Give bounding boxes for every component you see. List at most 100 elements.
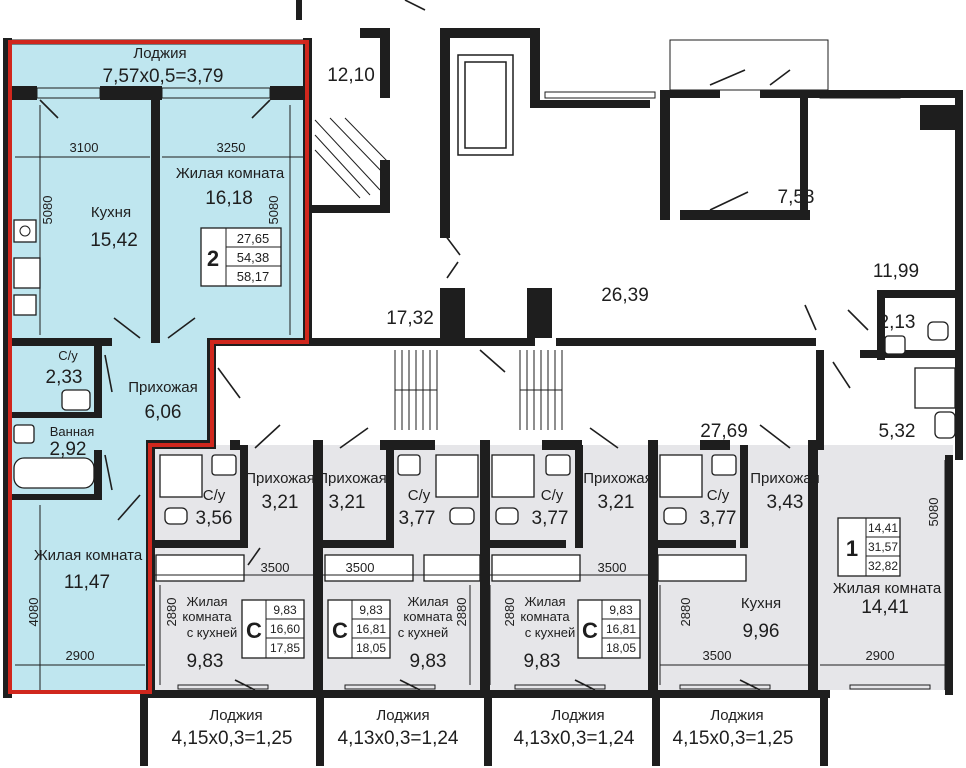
room-753-area: 7,53 (778, 187, 815, 208)
studio-1-room-label-3: с кухней (187, 625, 238, 640)
studio-1-room-label-1: Жилая (186, 594, 227, 609)
room-213-area: 2,13 (879, 312, 916, 333)
studio-1-badge-v1: 9,83 (273, 603, 297, 617)
apt1-badge-v1: 14,41 (868, 521, 898, 535)
studio-3-room-label-1: Жилая (524, 594, 565, 609)
bath-label: Ванная (50, 424, 95, 439)
studio-1-labels: Прихожая 3,21 С/у 3,56 3500 2880 Жилая к… (164, 470, 315, 749)
kitchen-area: 15,42 (90, 230, 138, 251)
bath-area: 2,92 (50, 439, 87, 460)
studio-2-badge-v2: 16,81 (356, 622, 386, 636)
studio-3-room-label-3: с кухней (525, 625, 576, 640)
apt1-kitchen-label: Кухня (741, 595, 781, 612)
studio-2-dim-width: 3500 (346, 560, 375, 575)
studio-1-loggia-formula: 4,15х0,3=1,25 (172, 728, 293, 749)
dimension-5080-mid: 5080 (266, 196, 281, 225)
studio-2-room-label-3: с кухней (398, 625, 449, 640)
common-area-labels: 12,10 17,32 26,39 27,69 7,53 11,99 2,13 … (327, 65, 919, 442)
studio-1-room-label-2: комната (182, 609, 232, 624)
apt1-dim-2880: 2880 (678, 598, 693, 627)
badge-rooms: 2 (207, 246, 219, 271)
wc-area: 2,33 (46, 367, 83, 388)
living-room-area: 16,18 (205, 188, 253, 209)
studio-1-hall-label: Прихожая (245, 470, 315, 487)
apt1-hall-area: 3,43 (767, 492, 804, 513)
dimension-3100: 3100 (70, 140, 99, 155)
studio-1-badge[interactable]: С 9,83 16,60 17,85 (241, 599, 305, 659)
studio-2-loggia-title: Лоджия (376, 707, 429, 724)
studio-2-hall-area: 3,21 (329, 492, 366, 513)
studio-3-room-label-2: комната (520, 609, 570, 624)
apartment-2-labels: Лоджия 7,57х0,5=3,79 3100 3250 5080 5080… (26, 45, 285, 663)
studio-1-room-area: 9,83 (187, 651, 224, 672)
apartment-1-labels: Прихожая 3,43 С/у 3,77 Кухня 9,96 3500 2… (673, 470, 942, 749)
studio-3-dim-width: 3500 (598, 560, 627, 575)
apt1-dim-3500: 3500 (703, 648, 732, 663)
wc-label: С/у (58, 348, 78, 363)
fixtures (13, 219, 956, 582)
studio-3-badge-v2: 16,81 (606, 622, 636, 636)
apt1-kitchen-area: 9,96 (743, 621, 780, 642)
studio-2-room-label-1: Жилая (407, 594, 448, 609)
studio-1-loggia-title: Лоджия (209, 707, 262, 724)
badge-value-total: 54,38 (237, 250, 270, 265)
corridor-area: 26,39 (601, 285, 649, 306)
studio-3-loggia-formula: 4,13х0,3=1,24 (514, 728, 635, 749)
right-corridor-area: 27,69 (700, 421, 748, 442)
studio-2-badge-v1: 9,83 (359, 603, 383, 617)
studio-1-dim-width: 3500 (261, 560, 290, 575)
apt1-loggia-formula: 4,15х0,3=1,25 (673, 728, 794, 749)
studio-1-wc-area: 3,56 (196, 508, 233, 529)
hall-area: 6,06 (145, 402, 182, 423)
studio-3-loggia-title: Лоджия (551, 707, 604, 724)
apartment-1-badge[interactable]: 1 14,41 31,57 32,82 (837, 517, 901, 577)
doors (39, 0, 869, 691)
studio-1-badge-v3: 17,85 (270, 641, 300, 655)
studio-1-badge-v2: 16,60 (270, 622, 300, 636)
apt1-living-area: 14,41 (861, 597, 909, 618)
lift-hall-area: 17,32 (386, 308, 434, 329)
apt1-badge-rooms: 1 (846, 536, 858, 561)
studio-2-hall-label: Прихожая (317, 470, 387, 487)
dimension-lines (15, 105, 946, 690)
studio-3-room-area: 9,83 (524, 651, 561, 672)
studio-2-wc-label: С/у (408, 487, 431, 504)
studio-2-dim-height: 2880 (454, 598, 469, 627)
loggia-formula: 7,57х0,5=3,79 (103, 66, 224, 87)
dimension-4080: 4080 (26, 598, 41, 627)
studio-3-badge-letter: С (582, 618, 598, 643)
studio-3-hall-label: Прихожая (583, 470, 653, 487)
badge-value-with-loggia: 58,17 (237, 269, 270, 284)
room-1199-area: 11,99 (873, 261, 919, 282)
studio-2-labels: Прихожая 3,21 С/у 3,77 3500 2880 Жилая к… (317, 470, 469, 749)
studio-3-wc-label: С/у (541, 487, 564, 504)
apt1-dim-5080: 5080 (926, 498, 941, 527)
studio-3-labels: Прихожая 3,21 С/у 3,77 3500 2880 Жилая к… (502, 470, 653, 749)
living-room-2-area: 11,47 (64, 572, 110, 593)
studio-2-badge-letter: С (332, 618, 348, 643)
loggia-title: Лоджия (133, 45, 186, 62)
studio-3-badge-v3: 18,05 (606, 641, 636, 655)
kitchen-label: Кухня (91, 204, 131, 221)
studio-3-badge[interactable]: С 9,83 16,81 18,05 (577, 599, 641, 659)
studio-3-hall-area: 3,21 (598, 492, 635, 513)
dimension-5080-left: 5080 (40, 196, 55, 225)
apartment-2-highlight[interactable] (12, 44, 307, 690)
apartment-2-badge[interactable]: 2 27,65 54,38 58,17 (200, 227, 282, 287)
studio-3-badge-v1: 9,83 (609, 603, 633, 617)
studio-1-dim-height: 2880 (164, 598, 179, 627)
hall-label: Прихожая (128, 379, 198, 396)
studio-1-badge-letter: С (246, 618, 262, 643)
studio-2-badge-v3: 18,05 (356, 641, 386, 655)
apt1-badge-v3: 32,82 (868, 559, 898, 573)
stairs (314, 117, 563, 430)
studio-1-wc-label: С/у (203, 487, 226, 504)
studio-1-hall-area: 3,21 (262, 492, 299, 513)
lift (457, 54, 514, 156)
studio-2-badge[interactable]: С 9,83 16,81 18,05 (327, 599, 391, 659)
stair-area: 12,10 (327, 65, 375, 86)
badge-value-living: 27,65 (237, 231, 270, 246)
apt1-wc-label: С/у (707, 487, 730, 504)
apt1-living-label: Жилая комната (833, 580, 942, 597)
